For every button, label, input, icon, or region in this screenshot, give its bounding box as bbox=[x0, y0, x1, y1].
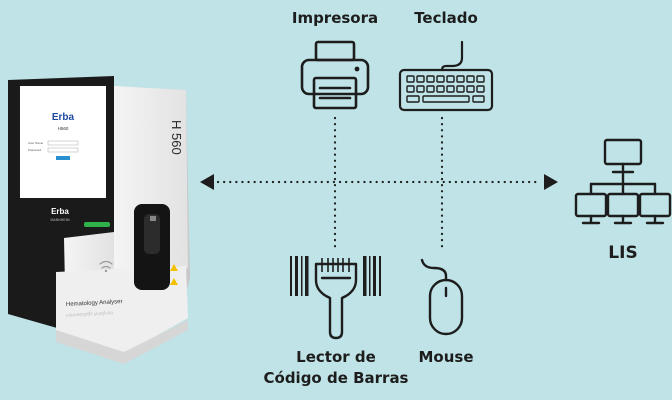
barcode-scanner-icon bbox=[290, 256, 381, 340]
mouse-icon bbox=[420, 258, 464, 336]
warning-label bbox=[170, 264, 178, 271]
login-button bbox=[56, 156, 70, 160]
double-arrow-icon bbox=[200, 174, 558, 190]
side-model-label: H 560 bbox=[169, 120, 184, 155]
login-pass-field bbox=[47, 147, 79, 153]
barcode-reader-label-line2: Código de Barras bbox=[263, 369, 409, 387]
arrow-right-head bbox=[544, 174, 558, 190]
printer-icon bbox=[300, 40, 370, 110]
front-model-label: Hematology Analyser bbox=[66, 299, 123, 308]
keyboard-label: Teclado bbox=[414, 9, 478, 27]
lis-label: LIS bbox=[608, 243, 638, 263]
login-user-field bbox=[47, 140, 79, 146]
login-user-label: User Name bbox=[28, 141, 44, 145]
hematology-analyzer-device: Erba H560 User Name Password Erba MANNHE… bbox=[8, 76, 190, 364]
login-pass-label: Password bbox=[28, 148, 42, 152]
wireless-icon bbox=[99, 260, 113, 269]
printer-label: Impresora bbox=[291, 9, 379, 27]
device-status-button bbox=[84, 222, 110, 227]
front-brand-sub: MANNHEIM bbox=[50, 218, 69, 222]
screen-brand-logo: Erba bbox=[52, 112, 75, 123]
arrow-left-head bbox=[200, 174, 214, 190]
mouse-label: Mouse bbox=[418, 348, 474, 366]
keyboard-icon bbox=[398, 40, 494, 112]
screen-model: H560 bbox=[58, 126, 69, 131]
front-brand-logo: Erba bbox=[51, 207, 69, 216]
network-icon bbox=[574, 138, 672, 225]
barcode-reader-label-line1: Lector de bbox=[296, 348, 376, 366]
svg-text:Hematology Analyser: Hematology Analyser bbox=[66, 310, 114, 318]
